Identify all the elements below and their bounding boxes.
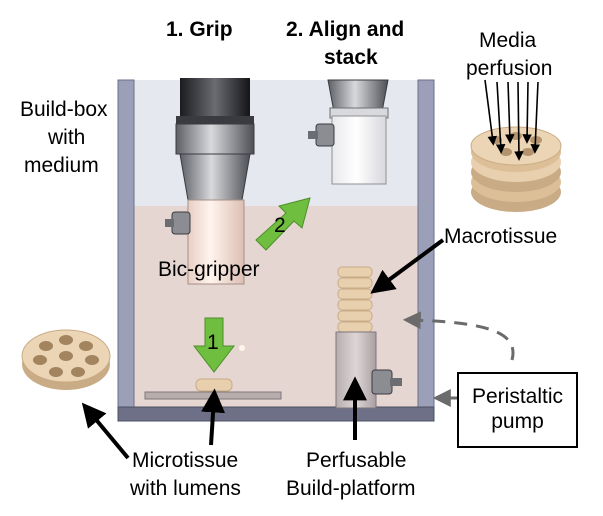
perfusable-label-line1: Perfusable <box>306 449 407 472</box>
media-perfusion-line1: Media <box>479 29 537 52</box>
peristaltic-pump-line1: Peristaltic <box>471 385 564 408</box>
perfusion-arrows <box>484 79 541 161</box>
gripper-side-port <box>171 211 191 235</box>
macrotissue-label: Macrotissue <box>444 225 558 248</box>
step-1-title: 1. Grip <box>166 18 233 41</box>
perfusion-tissue-stack <box>470 126 562 212</box>
step-2-title-line1: 2. Align and <box>286 18 405 41</box>
bic-gripper <box>165 78 255 351</box>
build-box-floor <box>117 406 435 422</box>
step-2-arrow-number: 2 <box>274 214 286 237</box>
microtissue-label-line1: Microtissue <box>132 449 239 472</box>
step-1-arrow-number: 1 <box>207 331 219 354</box>
gripper-top-dark <box>180 78 250 122</box>
build-box-label-line2: with <box>48 126 86 149</box>
media-perfusion-line2: perfusion <box>466 57 553 80</box>
microtissue-pointer <box>81 402 130 460</box>
microtissue-ring <box>21 329 111 390</box>
peristaltic-pump-line2: pump <box>491 410 544 433</box>
microtissue-plate-pointer <box>201 388 226 446</box>
microtissue-label-line2: with lumens <box>130 477 241 500</box>
build-box-label-line1: Build-box <box>20 98 108 121</box>
stacking-gripper-cylinder <box>331 115 387 185</box>
stacking-gripper <box>308 79 389 185</box>
macrotissue-pointer <box>370 238 445 294</box>
build-box-label-line3: medium <box>24 154 99 177</box>
gripper-collar <box>175 123 255 155</box>
step-2-title-line2: stack <box>324 46 378 69</box>
peristaltic-pump-box: Peristaltic pump <box>457 372 578 448</box>
macrotissue-stack <box>337 266 373 333</box>
build-box-left-wall <box>117 79 135 412</box>
gripper-cylinder <box>187 199 245 285</box>
bic-gripper-label: Bic-gripper <box>158 258 260 281</box>
pump-inflow-line <box>402 311 515 361</box>
step-1-arrow <box>192 317 236 373</box>
step-2-arrow <box>255 197 311 251</box>
perfusable-label-line2: Build-platform <box>286 477 416 500</box>
build-box-right-wall <box>417 79 435 412</box>
platform-port <box>371 369 393 395</box>
